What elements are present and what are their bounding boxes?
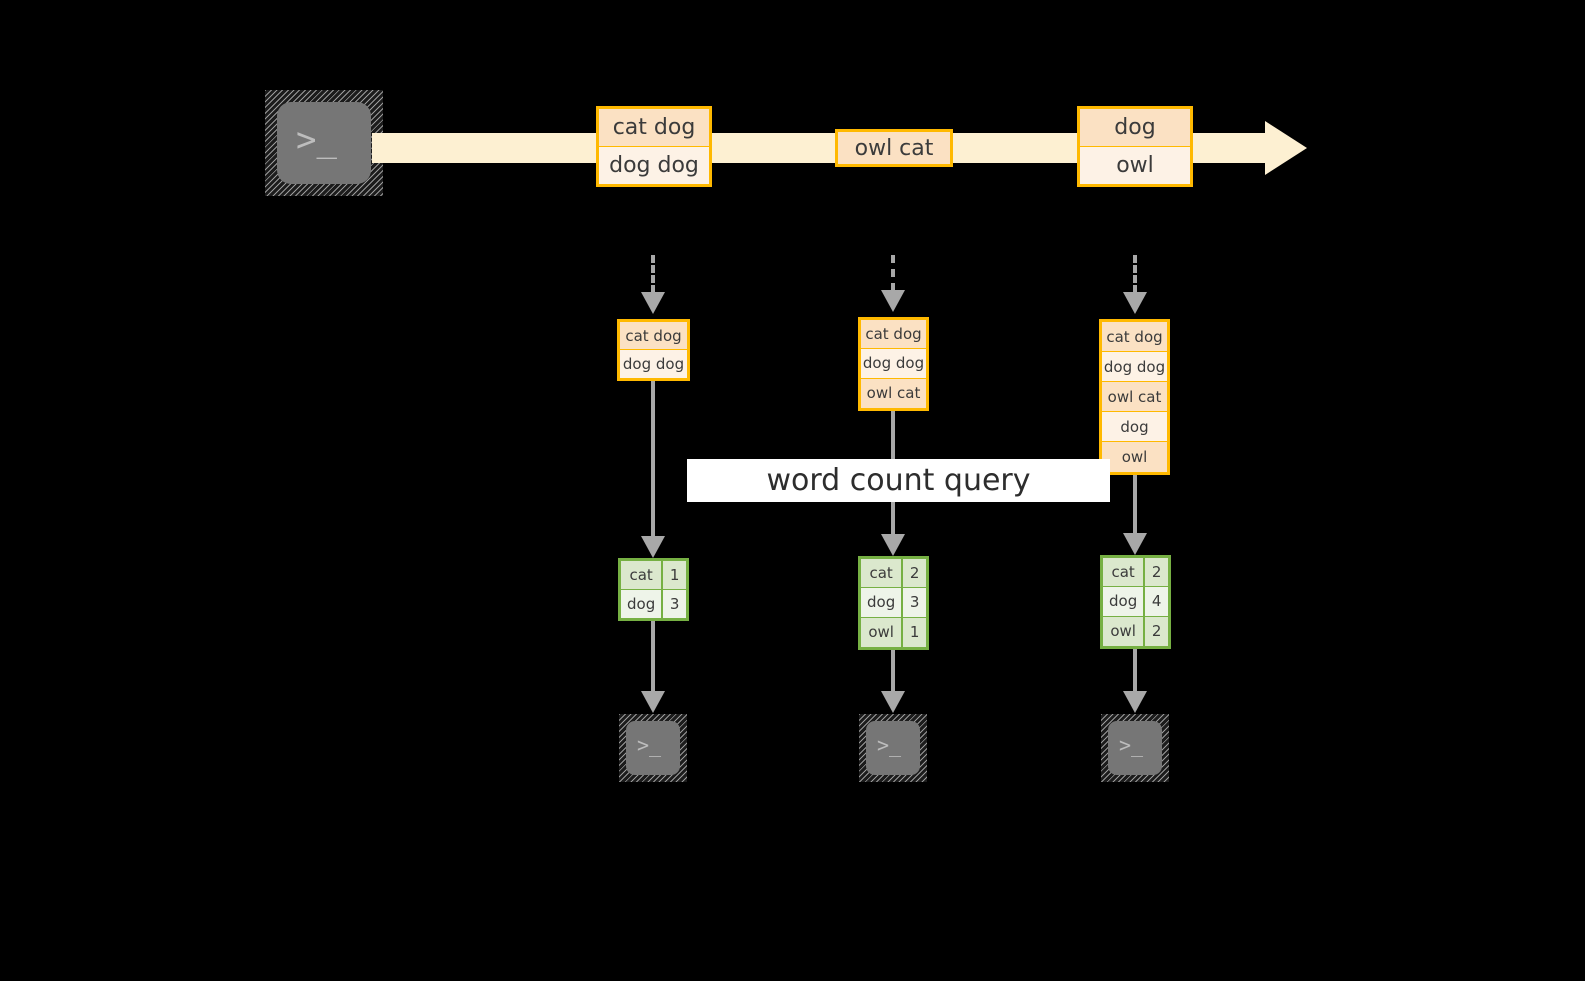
event-row: dog dog [861,349,926,379]
snapshot-2-sink-terminal-icon: >_ [859,714,927,782]
terminal-screen [626,721,680,775]
count-value: 1 [903,617,926,647]
event-row: cat dog [861,320,926,350]
event-row: dog dog [599,146,709,184]
stream-to-snapshot-connector [891,255,895,291]
terminal-screen [866,721,920,775]
snapshot-3-sink-terminal-icon: >_ [1101,714,1169,782]
connector-arrow-head-icon [881,691,905,713]
count-value: 2 [1145,558,1168,587]
snapshot-1-sink-terminal-icon: >_ [619,714,687,782]
stream-event-group-3[interactable]: dog owl [1077,106,1193,187]
count-value: 4 [1145,587,1168,616]
count-value: 1 [663,561,686,589]
snapshot-3-query-connector [1133,475,1137,533]
event-row: owl cat [861,378,926,408]
terminal-prompt-glyph: >_ [877,733,902,757]
event-row: dog [1080,109,1190,147]
count-word: dog [621,589,664,618]
snapshot-1-sink-connector [651,621,655,691]
count-word: dog [861,588,904,617]
count-word: cat [861,559,904,588]
terminal-screen [277,102,371,184]
terminal-screen [1108,721,1162,775]
event-row: dog dog [1102,352,1167,382]
snapshot-2-input-box[interactable]: cat dog dog dog owl cat [858,317,929,411]
count-row: dog 3 [621,589,686,618]
terminal-prompt-glyph: >_ [637,733,662,757]
count-word: cat [621,561,664,589]
terminal-prompt-glyph: >_ [1119,733,1144,757]
stream-event-group-1[interactable]: cat dog dog dog [596,106,712,187]
connector-arrow-head-icon [641,292,665,314]
event-row: owl [1080,146,1190,184]
count-value: 2 [903,559,926,588]
count-value: 3 [663,589,686,618]
source-terminal-icon: >_ [265,90,383,196]
event-row: dog [1102,412,1167,442]
count-row: owl 2 [1103,616,1168,646]
event-row: cat dog [599,109,709,147]
count-value: 2 [1145,616,1168,646]
connector-arrow-head-icon [1123,292,1147,314]
count-row: cat 2 [861,559,926,589]
snapshot-2-count-table[interactable]: cat 2 dog 3 owl 1 [858,556,929,650]
count-value: 3 [903,588,926,617]
count-row: owl 1 [861,617,926,647]
connector-arrow-head-icon [881,290,905,312]
stream-event-group-2[interactable]: owl cat [835,129,953,167]
count-word: owl [1103,616,1146,646]
connector-arrow-head-icon [881,534,905,556]
event-row: cat dog [1102,322,1167,352]
stream-to-snapshot-connector [1133,255,1137,293]
snapshot-1-query-connector [651,381,655,536]
event-row: dog dog [620,350,687,378]
stream-to-snapshot-connector [651,255,655,293]
snapshot-2-sink-connector [891,650,895,691]
event-row: owl [1102,442,1167,472]
connector-arrow-head-icon [1123,533,1147,555]
count-row: cat 1 [621,561,686,590]
query-label-banner: word count query [687,459,1110,502]
count-row: dog 4 [1103,587,1168,617]
count-row: cat 2 [1103,558,1168,588]
snapshot-3-sink-connector [1133,649,1137,691]
snapshot-1-count-table[interactable]: cat 1 dog 3 [618,558,689,621]
count-row: dog 3 [861,588,926,618]
count-word: dog [1103,587,1146,616]
connector-arrow-head-icon [1123,691,1147,713]
snapshot-1-input-box[interactable]: cat dog dog dog [617,319,690,381]
terminal-prompt-glyph: >_ [296,120,337,160]
snapshot-3-input-box[interactable]: cat dog dog dog owl cat dog owl [1099,319,1170,475]
stream-arrow-head-icon [1265,121,1307,175]
connector-arrow-head-icon [641,691,665,713]
event-row: cat dog [620,322,687,350]
count-word: cat [1103,558,1146,587]
event-row: owl cat [838,132,950,164]
connector-arrow-head-icon [641,536,665,558]
event-row: owl cat [1102,382,1167,412]
snapshot-3-count-table[interactable]: cat 2 dog 4 owl 2 [1100,555,1171,649]
count-word: owl [861,617,904,647]
